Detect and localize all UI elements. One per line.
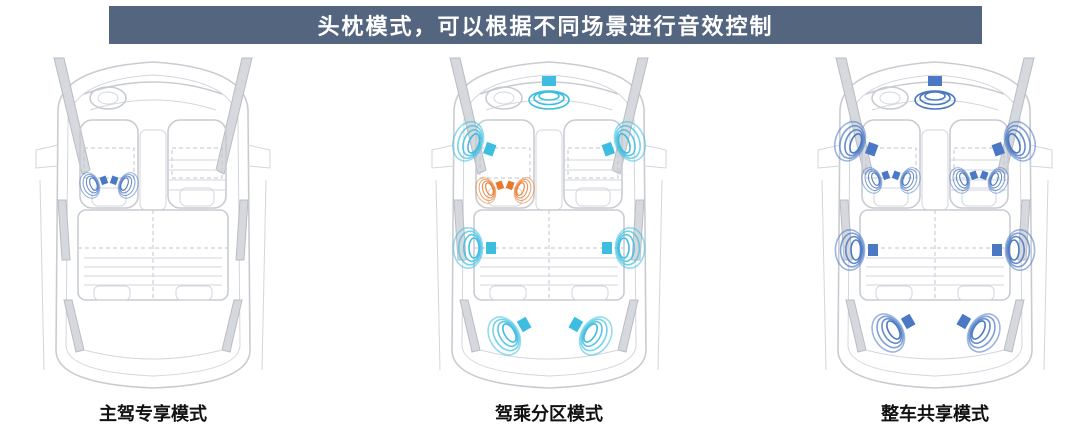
panel-all-mode (800, 50, 1070, 390)
car-outline (817, 57, 1053, 389)
car-diagram-driver (35, 57, 271, 389)
speaker-icon (602, 226, 646, 270)
car-outline (35, 57, 271, 389)
speaker-icon (451, 120, 497, 162)
title-text: 头枕模式，可以根据不同场景进行音效控制 (317, 15, 774, 40)
speaker-icon (475, 177, 505, 204)
speaker-icon (861, 167, 891, 194)
speaker-icon (979, 167, 1009, 194)
speaker-icon (949, 167, 979, 194)
speaker-icon (505, 177, 535, 204)
title-banner: 头枕模式，可以根据不同场景进行音效控制 (109, 6, 982, 44)
speaker-icon (601, 120, 647, 162)
speaker-icon (891, 167, 921, 194)
speaker-icon (487, 316, 532, 356)
caption-driver-mode: 主驾专享模式 (99, 404, 207, 425)
speakers (833, 76, 1037, 353)
panel-driver-mode (18, 50, 288, 390)
speakers (451, 76, 647, 356)
speaker-icon (834, 228, 878, 272)
car-outline (431, 57, 667, 389)
speaker-icon (833, 120, 879, 162)
car-diagram-all (817, 57, 1053, 389)
panel-zone-mode (414, 50, 684, 390)
caption-zone-mode: 驾乘分区模式 (495, 404, 603, 425)
caption-all-mode: 整车共享模式 (881, 404, 989, 425)
speaker-icon (79, 172, 109, 199)
speaker-icon (568, 316, 613, 356)
car-diagram-zone (431, 57, 667, 389)
speaker-icon (109, 172, 139, 199)
speaker-icon (992, 228, 1036, 272)
speakers (79, 172, 139, 199)
speaker-icon (452, 226, 496, 270)
tweeter-icon (528, 76, 570, 110)
speaker-icon (871, 313, 916, 353)
speaker-icon (991, 120, 1037, 162)
speaker-icon (956, 313, 1001, 353)
tweeter-icon (914, 76, 956, 110)
